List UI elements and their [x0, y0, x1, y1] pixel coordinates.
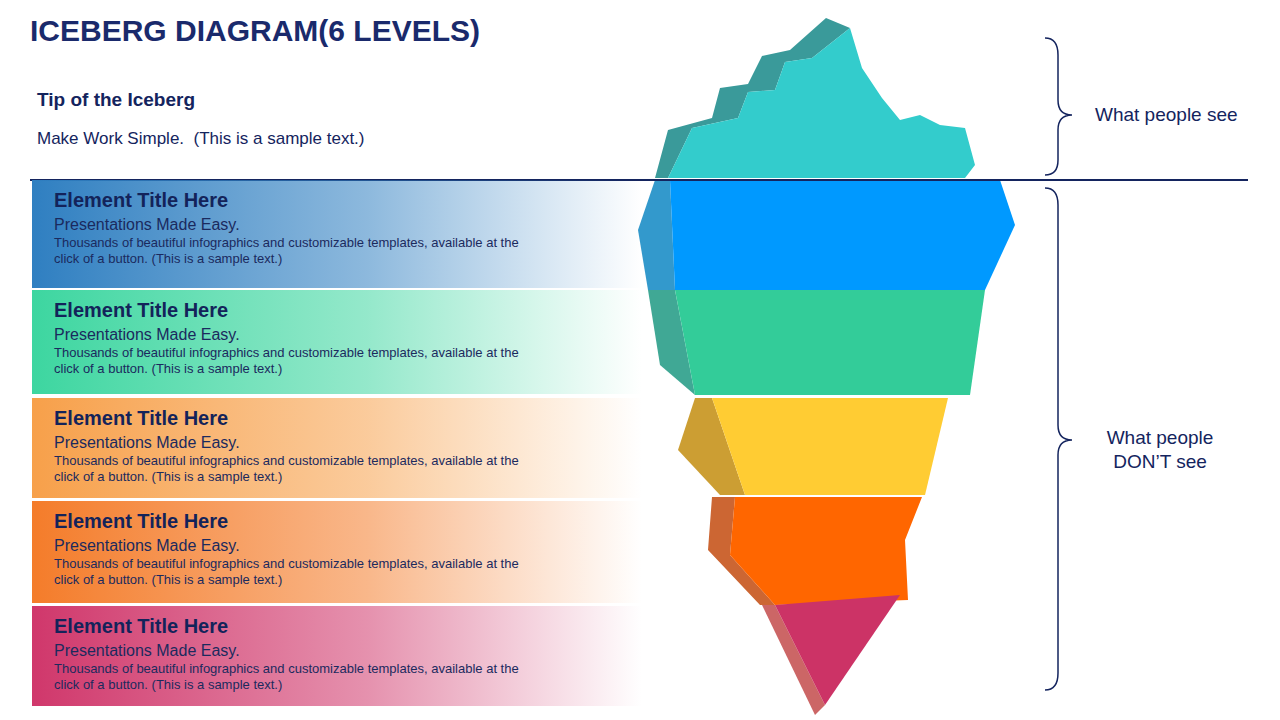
level-band: Element Title HerePresentations Made Eas… [32, 606, 642, 706]
element-subtitle: Presentations Made Easy. [54, 536, 632, 556]
element-body: Thousands of beautiful infographics and … [54, 453, 524, 485]
iceberg-layer [775, 595, 900, 705]
element-body: Thousands of beautiful infographics and … [54, 661, 524, 693]
element-title: Element Title Here [54, 406, 632, 430]
element-title: Element Title Here [54, 188, 632, 212]
element-title: Element Title Here [54, 298, 632, 322]
bracket [1045, 188, 1072, 690]
level-band: Element Title HerePresentations Made Eas… [32, 290, 642, 394]
iceberg-layer [675, 290, 985, 395]
level-band: Element Title HerePresentations Made Eas… [32, 501, 642, 603]
iceberg-tip [668, 28, 975, 178]
element-body: Thousands of beautiful infographics and … [54, 556, 524, 588]
diagram-title: ICEBERG DIAGRAM(6 LEVELS) [30, 14, 480, 48]
iceberg-layer [670, 180, 1015, 290]
bracket [1045, 38, 1072, 175]
element-title: Element Title Here [54, 509, 632, 533]
iceberg-layer [712, 398, 948, 495]
element-subtitle: Presentations Made Easy. [54, 325, 632, 345]
element-subtitle: Presentations Made Easy. [54, 433, 632, 453]
level-band: Element Title HerePresentations Made Eas… [32, 180, 642, 288]
label-body: Make Work Simple. (This is a sample text… [37, 128, 597, 149]
side-label: What people DON’T see [1085, 426, 1235, 474]
iceberg-layer-shadow [638, 180, 675, 290]
element-subtitle: Presentations Made Easy. [54, 215, 632, 235]
element-title: Element Title Here [54, 614, 632, 638]
element-subtitle: Presentations Made Easy. [54, 641, 632, 661]
side-label: What people see [1095, 103, 1275, 127]
element-body: Thousands of beautiful infographics and … [54, 345, 524, 377]
label-heading: Tip of the Iceberg [37, 88, 597, 112]
iceberg-layer [730, 497, 922, 605]
element-body: Thousands of beautiful infographics and … [54, 235, 524, 267]
level-band: Element Title HerePresentations Made Eas… [32, 398, 642, 498]
